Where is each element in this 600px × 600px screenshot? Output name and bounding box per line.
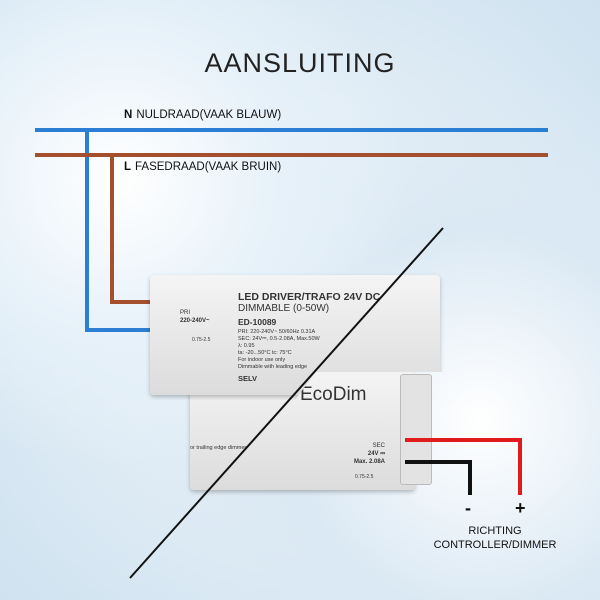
selv-label: SELV (238, 374, 258, 383)
pri-label: PRI (180, 310, 191, 316)
positive-wire (405, 438, 522, 495)
sec-value: 24V ⎓ (367, 451, 385, 457)
trailing-edge-text: or trailing edge dimmer (190, 445, 247, 451)
plus-label: + (515, 498, 526, 518)
pri-wire: 0.75-2.5 (192, 337, 211, 343)
pri-value: 220-240V~ (180, 318, 210, 324)
page-title: AANSLUITING (204, 48, 396, 78)
terminal-clamp (400, 374, 432, 485)
sec-label: SEC (372, 443, 385, 449)
ecodim-logo: EcoDim (300, 384, 367, 405)
sec-wire: 0.75-2.5 (355, 474, 374, 480)
driver-subheading: DIMMABLE (0-50W) (238, 303, 330, 314)
minus-label: - (465, 498, 471, 518)
diagonal-divider (129, 227, 444, 579)
driver-model: ED-10089 (238, 317, 277, 327)
negative-wire (405, 460, 472, 495)
driver-heading: LED DRIVER/TRAFO 24V DC (238, 291, 381, 303)
sec-max: Max. 2.08A (353, 459, 385, 465)
